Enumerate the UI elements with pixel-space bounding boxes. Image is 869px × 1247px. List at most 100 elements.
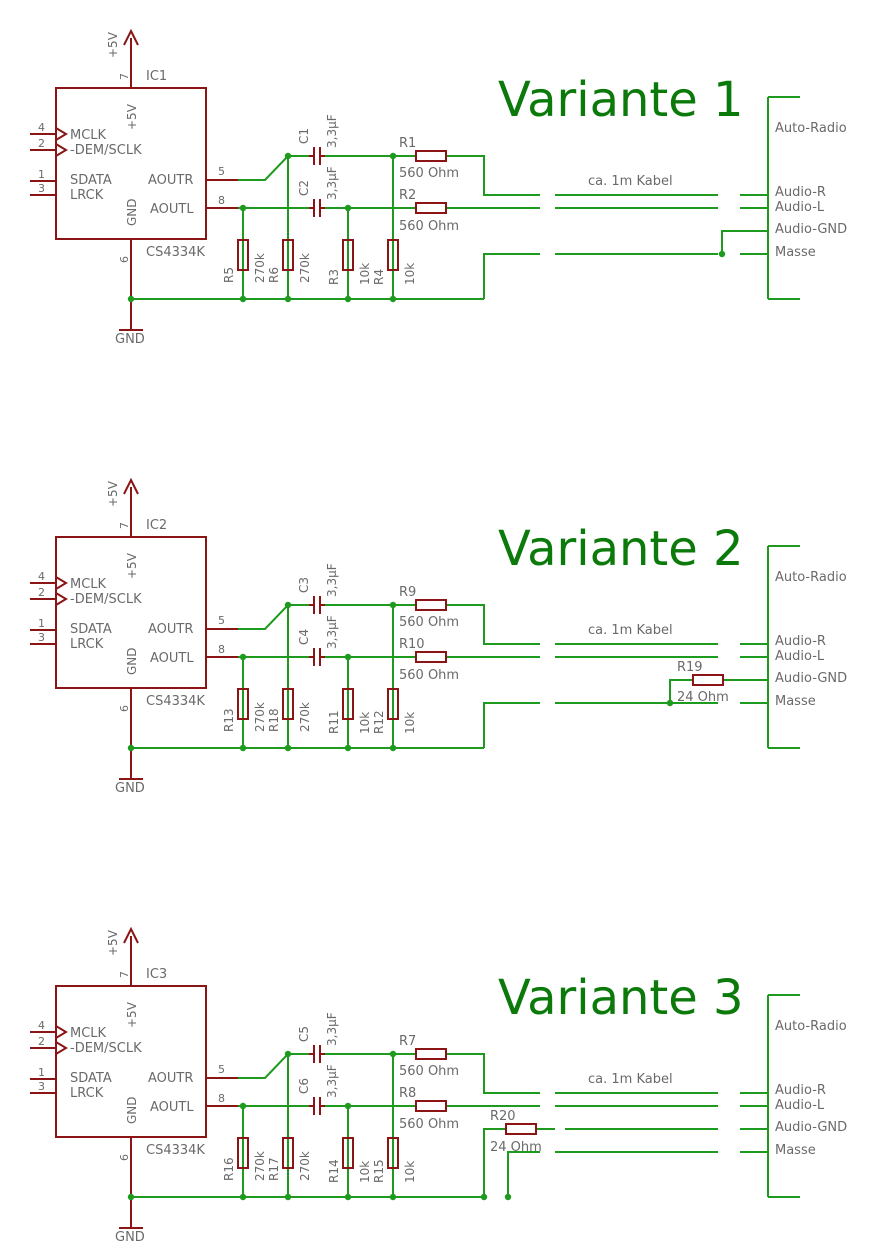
shunt-resistor-value: 10k (358, 1161, 372, 1183)
junction-dot (284, 1193, 292, 1201)
capacitor-bottom (309, 1097, 325, 1115)
junction-dot (389, 601, 397, 609)
capacitor-top-value: 3,3µF (325, 563, 339, 597)
shunt-resistor (387, 239, 399, 271)
pin-name: -DEM/SCLK (70, 592, 142, 607)
resistor-bottom-value: 560 Ohm (399, 1117, 459, 1132)
shunt-resistor-value: 270k (253, 253, 267, 283)
pin-number: 1 (38, 168, 45, 181)
resistor-top-name: R7 (399, 1034, 416, 1049)
ic-type: CS4334K (146, 1143, 205, 1158)
connector-title: Auto-Radio (775, 121, 847, 136)
clock-marker (55, 592, 68, 606)
resistor-bottom (415, 651, 447, 663)
connector-title: Auto-Radio (775, 1019, 847, 1034)
pin-name: -DEM/SCLK (70, 143, 142, 158)
pin-name: AOUTL (150, 202, 194, 217)
junction-dot (344, 653, 352, 661)
resistor-gnd (692, 674, 724, 686)
pin-name: MCLK (70, 1026, 107, 1041)
capacitor-bottom-name: C6 (297, 1078, 311, 1094)
pin-number: 1 (38, 617, 45, 630)
vcc-arrow (123, 926, 139, 944)
pin-number: 2 (38, 1035, 45, 1048)
pin-number: 6 (118, 705, 131, 712)
pin-number: 4 (38, 570, 45, 583)
variant-title: Variante 1 (498, 72, 744, 128)
connector-pin-audio-r: Audio-R (775, 185, 826, 200)
shunt-resistor-name: R16 (222, 1157, 236, 1181)
junction-dot (389, 152, 397, 160)
shunt-resistor-value: 10k (403, 263, 417, 285)
pin-name: SDATA (70, 1071, 112, 1086)
capacitor-top-name: C3 (297, 577, 311, 593)
ic-type: CS4334K (146, 245, 205, 260)
resistor-bottom (415, 202, 447, 214)
junction-dot (284, 152, 292, 160)
cable-label: ca. 1m Kabel (588, 174, 673, 189)
pin-name: AOUTL (150, 651, 194, 666)
pin-number: 7 (118, 971, 131, 978)
junction-dot (239, 1193, 247, 1201)
resistor-bottom-name: R10 (399, 637, 425, 652)
pin-name: MCLK (70, 577, 107, 592)
shunt-resistor (387, 1137, 399, 1169)
clock-marker (55, 127, 68, 141)
gnd-label: GND (115, 781, 145, 796)
junction-dot (284, 601, 292, 609)
resistor-top-value: 560 Ohm (399, 615, 459, 630)
connector-pin-audio-gnd: Audio-GND (775, 222, 847, 237)
shunt-resistor-value: 270k (253, 702, 267, 732)
shunt-resistor (387, 688, 399, 720)
capacitor-bottom-value: 3,3µF (325, 1064, 339, 1098)
resistor-bottom-name: R2 (399, 188, 416, 203)
resistor-bottom-value: 560 Ohm (399, 668, 459, 683)
connector-pin-masse: Masse (775, 245, 816, 260)
pin-name: AOUTR (148, 1071, 193, 1086)
junction-dot (666, 699, 674, 707)
junction-dot (389, 1193, 397, 1201)
pin-number: 3 (38, 1080, 45, 1093)
pin-name: LRCK (70, 188, 104, 203)
vcc-label: +5V (106, 480, 120, 507)
pin-number: 6 (118, 256, 131, 263)
connector-title: Auto-Radio (775, 570, 847, 585)
pin-name: AOUTR (148, 622, 193, 637)
capacitor-bottom (309, 648, 325, 666)
pin-name: GND (125, 1096, 139, 1124)
vcc-label: +5V (106, 31, 120, 58)
ic-name: IC2 (146, 518, 167, 533)
pin-number: 3 (38, 631, 45, 644)
pin-number: 1 (38, 1066, 45, 1079)
shunt-resistor-name: R14 (327, 1159, 341, 1183)
connector-pin-audio-l: Audio-L (775, 649, 825, 664)
gnd-label: GND (115, 1230, 145, 1245)
shunt-resistor-name: R18 (267, 708, 281, 732)
connector-pin-audio-l: Audio-L (775, 200, 825, 215)
junction-dot (504, 1193, 512, 1201)
capacitor-top-name: C1 (297, 128, 311, 144)
resistor-gnd-value: 24 Ohm (677, 690, 729, 705)
shunt-resistor-value: 270k (298, 702, 312, 732)
pin-name: GND (125, 198, 139, 226)
connector-pin-audio-gnd: Audio-GND (775, 671, 847, 686)
junction-dot (239, 744, 247, 752)
r-gnd-link (483, 1128, 505, 1197)
resistor-top-value: 560 Ohm (399, 1064, 459, 1079)
shunt-resistor (282, 1137, 294, 1169)
shunt-resistor (342, 688, 354, 720)
junction-dot (239, 653, 247, 661)
pin-name: +5V (125, 552, 139, 579)
ground-return (483, 702, 540, 748)
capacitor-top (309, 1045, 325, 1063)
shunt-resistor-value: 10k (403, 1161, 417, 1183)
connector-pin-audio-l: Audio-L (775, 1098, 825, 1113)
pin-number: 5 (218, 1063, 225, 1076)
pin-number: 8 (218, 1092, 225, 1105)
pin-number: 2 (38, 137, 45, 150)
capacitor-top (309, 147, 325, 165)
junction-dot (344, 204, 352, 212)
pin-number: 2 (38, 586, 45, 599)
clock-marker (55, 1025, 68, 1039)
variant-3: Variante 3IC3CS4334K+5V7+5V4213MCLK-DEM/… (30, 926, 847, 1245)
